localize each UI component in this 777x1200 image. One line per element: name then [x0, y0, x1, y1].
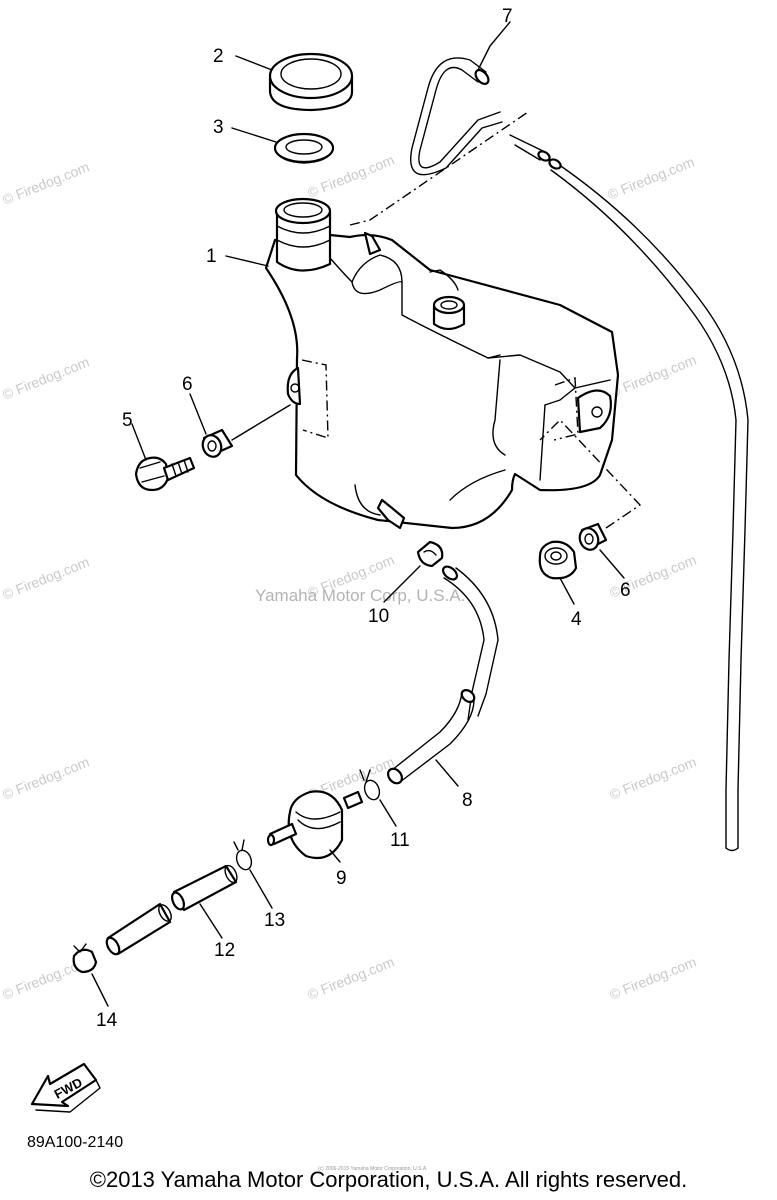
part-14-clip — [72, 943, 98, 974]
part-11-clamp — [359, 769, 381, 801]
part-2-cap — [268, 52, 354, 112]
callout-6-right: 6 — [620, 580, 631, 601]
part-12-hose-pieces — [105, 864, 238, 956]
part-10-clip — [416, 540, 444, 568]
part-9-filter — [266, 790, 364, 860]
watermark-yamaha: Yamaha Motor Corp, U.S.A. — [255, 586, 465, 605]
part-6-collar-right — [539, 418, 642, 551]
callout-5: 5 — [122, 410, 133, 431]
callout-4: 4 — [571, 609, 582, 630]
leader-lines — [91, 21, 625, 1007]
fwd-direction-arrow: FWD — [30, 1062, 101, 1113]
part-7-breather-hose — [349, 57, 749, 852]
copyright-notice: ©2013 Yamaha Motor Corporation, U.S.A. A… — [89, 1167, 688, 1192]
watermark-firedog: © Firedog.com — [305, 953, 396, 1002]
part-1-oil-tank — [264, 197, 620, 530]
watermark-firedog: © Firedog.com — [607, 351, 698, 400]
watermark-firedog: © Firedog.com — [605, 153, 696, 202]
watermark-firedog: © Firedog.com — [0, 753, 91, 802]
callout-12: 12 — [214, 940, 235, 961]
callout-8: 8 — [462, 790, 473, 811]
callout-14: 14 — [96, 1010, 118, 1031]
part-13-clamp — [233, 839, 253, 871]
callout-1: 1 — [206, 246, 217, 267]
callout-3: 3 — [213, 117, 224, 138]
callout-6-left: 6 — [182, 374, 193, 395]
callout-labels: 1 2 3 4 5 6 6 7 8 9 10 11 12 13 14 — [96, 6, 631, 1031]
callout-13: 13 — [264, 910, 285, 931]
callout-10: 10 — [368, 606, 389, 627]
callout-11: 11 — [390, 830, 410, 851]
part-6-collar-left — [201, 404, 291, 458]
watermark-firedog: © Firedog.com — [0, 553, 91, 602]
part-4-grommet — [538, 540, 578, 580]
part-5-bolt — [134, 456, 196, 492]
watermark-firedog: © Firedog.com — [607, 953, 698, 1002]
watermark-tiny: (c) 2006-2015 Yamaha Motor Corporation, … — [318, 1166, 428, 1172]
callout-7: 7 — [502, 6, 513, 27]
diagram-code: 89A100-2140 — [27, 1134, 124, 1151]
watermark-firedog: © Firedog.com — [607, 753, 698, 802]
callout-9: 9 — [336, 868, 347, 889]
watermark-firedog: © Firedog.com — [0, 158, 91, 207]
part-3-gasket — [273, 132, 335, 164]
part-8-hose — [387, 565, 499, 785]
watermark-firedog: © Firedog.com — [0, 353, 91, 402]
callout-2: 2 — [213, 46, 224, 67]
